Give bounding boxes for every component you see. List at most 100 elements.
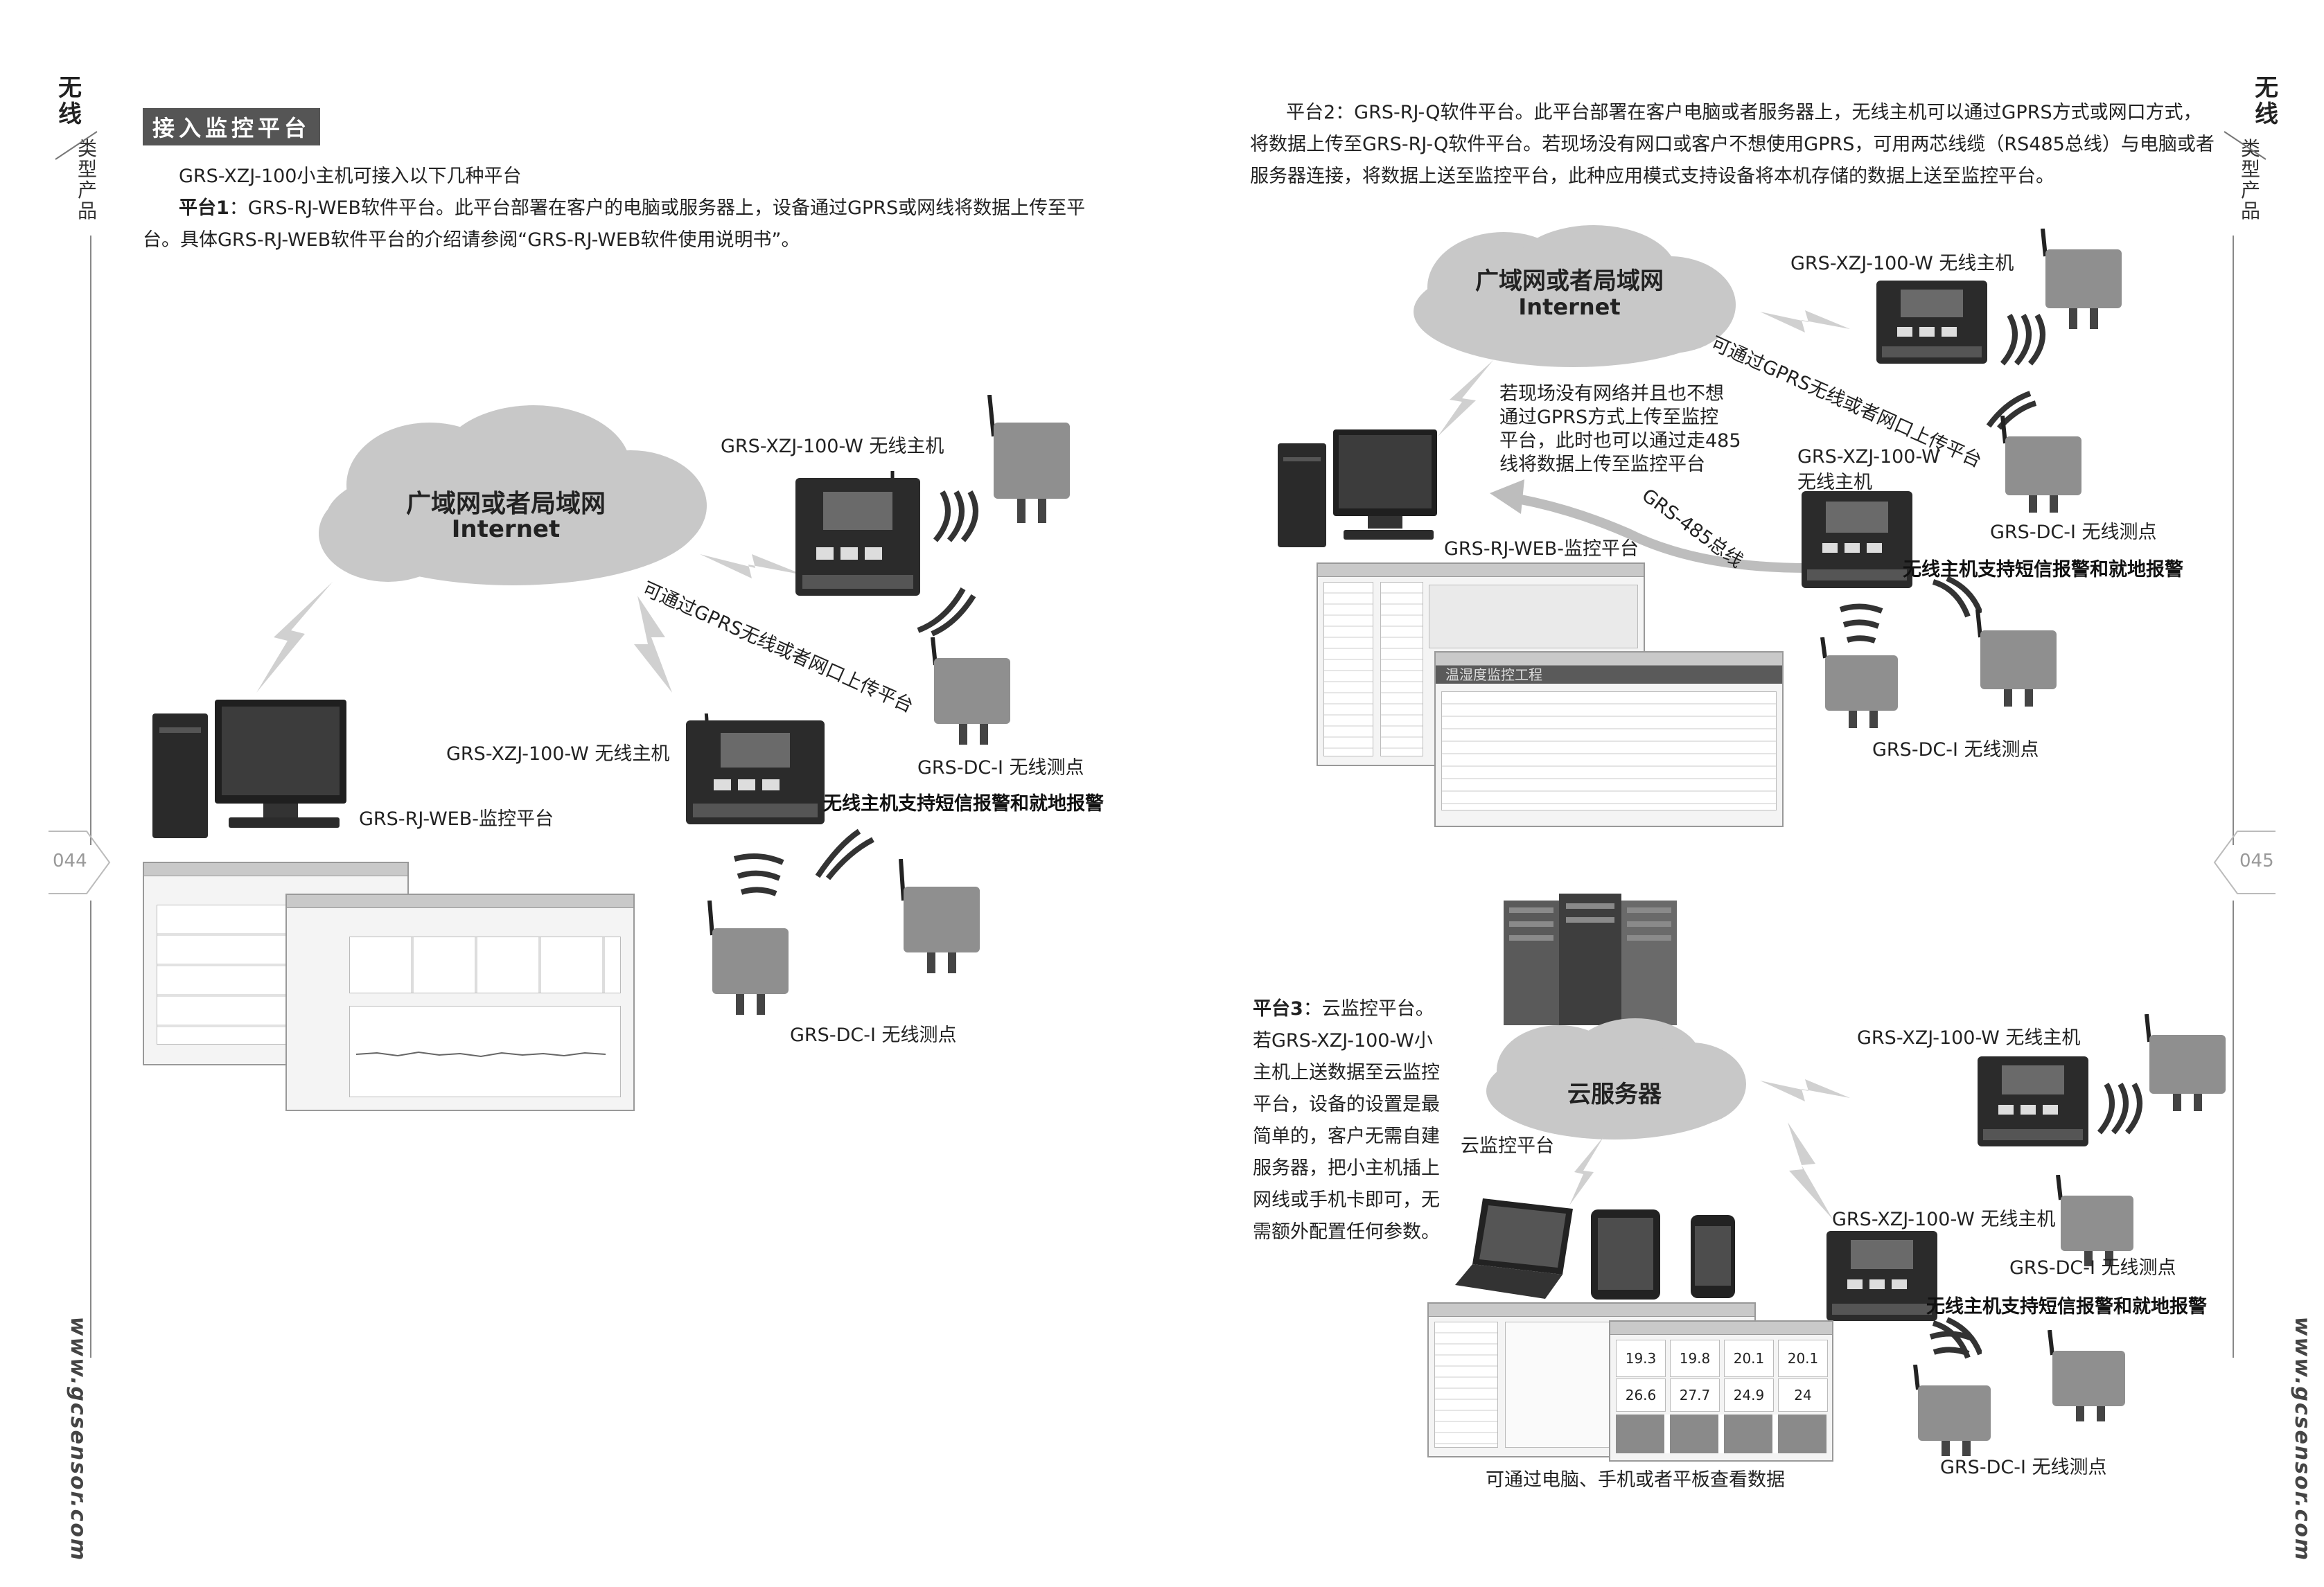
right-host-label-4: GRS-XZJ-100-W 无线主机 <box>1832 1209 2056 1230</box>
host-device-icon <box>1802 491 1912 588</box>
right-sensor-label-4: GRS-DC-I 无线测点 <box>1940 1457 2107 1478</box>
screen-title-bar: 温湿度监控工程 <box>1436 666 1782 684</box>
left-cloud <box>319 405 707 585</box>
platform3-label: 平台3 <box>1253 998 1303 1020</box>
right-sensor-label-2: GRS-DC-I 无线测点 <box>1872 739 2039 761</box>
right-host-label-2a: GRS-XZJ-100-W <box>1797 446 1940 468</box>
right-note-1: 若现场没有网络并且也不想 <box>1499 383 1724 405</box>
host-device-icon <box>1876 281 1987 364</box>
sensor-icon <box>2041 229 2122 329</box>
section-heading: 接入监控平台 <box>143 108 321 145</box>
left-page-tab <box>49 831 111 894</box>
sensor-icon <box>2000 416 2081 513</box>
tablet-icon <box>1591 1209 1660 1300</box>
wireless-signal-icon <box>1839 603 1883 644</box>
left-sensor-label-2: GRS-DC-I 无线测点 <box>790 1025 957 1046</box>
rs485-bus-arrow <box>1490 479 1809 573</box>
left-side-title: 无线 <box>58 74 82 128</box>
left-margin-line-lower <box>90 901 91 1358</box>
cloud-value-cell: 20.1 <box>1724 1340 1774 1377</box>
lightning-icon <box>1760 1079 1850 1101</box>
lightning-icon <box>700 554 804 578</box>
phone-icon <box>1691 1215 1735 1298</box>
right-note-3: 平台，此时也可以通过走485 <box>1499 430 1741 452</box>
right-page-tab <box>2213 831 2275 894</box>
lightning-icon <box>1760 310 1850 333</box>
cloud-value-cell: 27.7 <box>1670 1378 1720 1412</box>
platform2-line2: 将数据上传至GRS-RJ-Q软件平台。若现场没有网口或客户不想使用GPRS，可用… <box>1250 134 2215 155</box>
cloud-value: 26.6 <box>1625 1387 1657 1403</box>
sensor-icon <box>987 395 1070 523</box>
host-device-icon <box>795 471 920 596</box>
left-margin-line <box>90 236 91 845</box>
server-rack-icon <box>1504 894 1677 1025</box>
left-host-label-bottom: GRS-XZJ-100-W 无线主机 <box>446 743 670 765</box>
screen-title: 温湿度监控工程 <box>1445 666 1542 683</box>
right-host-label-1: GRS-XZJ-100-W 无线主机 <box>1790 253 2014 274</box>
left-screenshot-front <box>285 894 635 1111</box>
cloud-value: 27.7 <box>1679 1387 1711 1403</box>
platform3-line-6: 网线或手机卡即可，无 <box>1253 1189 1440 1211</box>
cloud-value-cell: 20.1 <box>1778 1340 1828 1377</box>
platform1-label: 平台1 <box>179 197 229 219</box>
right-pc-label: GRS-RJ-WEB-监控平台 <box>1444 538 1639 560</box>
cloud-server-label: 云服务器 <box>1567 1081 1662 1108</box>
sensor-icon <box>2145 1014 2226 1111</box>
right-margin-line-lower <box>2233 901 2234 1358</box>
intro-text: GRS-XZJ-100小主机可接入以下几种平台 <box>179 166 522 187</box>
right-side-title: 无线 <box>2255 74 2278 128</box>
cloud-value-cell: 24.9 <box>1724 1378 1774 1412</box>
cloud-value: 19.3 <box>1625 1350 1657 1367</box>
left-side-divider <box>55 131 98 160</box>
wireless-signal-icon <box>2097 1083 2142 1135</box>
sensor-icon <box>899 859 980 973</box>
cloud-value-cell: 19.3 <box>1616 1340 1666 1377</box>
cloud-value: 20.1 <box>1787 1350 1819 1367</box>
host-device-icon <box>1826 1231 1937 1321</box>
sensor-icon <box>2048 1330 2125 1421</box>
platform1-text-a: ：GRS-RJ-WEB软件平台。此平台部署在客户的电脑或服务器上，设备通过GPR… <box>229 197 1086 219</box>
wireless-signal-icon <box>1929 1331 1973 1356</box>
lightning-icon <box>1438 360 1493 436</box>
cloud-value: 24.9 <box>1733 1387 1765 1403</box>
wireless-signal-icon <box>1932 576 1982 618</box>
platform3-line-3: 平台，设备的设置是最 <box>1253 1094 1440 1115</box>
lightning-icon <box>1569 1136 1604 1205</box>
right-margin-line <box>2233 236 2234 845</box>
platform3-line-4: 简单的，客户无需自建 <box>1253 1126 1440 1147</box>
wireless-signal-icon <box>815 828 874 880</box>
left-sensor-label-1: GRS-DC-I 无线测点 <box>917 757 1084 779</box>
right-side-divider <box>2224 131 2266 160</box>
lightning-icon <box>256 582 333 693</box>
platform2-line1: 平台2：GRS-RJ-Q软件平台。此平台部署在客户电脑或者服务器上，无线主机可以… <box>1286 102 2202 123</box>
lightning-icon <box>634 596 672 693</box>
cloud-screenshot-front: 19.3 19.8 20.1 20.1 26.6 27.7 24.9 24 <box>1609 1320 1833 1462</box>
cloud-value-cell: 19.8 <box>1670 1340 1720 1377</box>
platform1-line1: 平台1：GRS-RJ-WEB软件平台。此平台部署在客户的电脑或服务器上，设备通过… <box>179 193 1085 224</box>
platform3-line-1: 若GRS-XZJ-100-W小 <box>1253 1030 1433 1052</box>
right-screenshot-front: 温湿度监控工程 <box>1434 651 1784 827</box>
right-cloud-en: Internet <box>1518 294 1621 320</box>
platform1-line2: 台。具体GRS-RJ-WEB软件平台的介绍请参阅“GRS-RJ-WEB软件使用说… <box>143 229 800 251</box>
right-note-2: 通过GPRS方式上传至监控 <box>1499 407 1719 428</box>
desktop-pc-icon <box>1278 429 1437 547</box>
cloud-server-cloud <box>1486 1018 1746 1140</box>
left-pc-label: GRS-RJ-WEB-监控平台 <box>359 808 554 830</box>
sensor-icon <box>1913 1365 1991 1456</box>
platform3-line0: 平台3：云监控平台。 <box>1253 993 1434 1025</box>
right-cloud-cn: 广域网或者局域网 <box>1475 267 1664 295</box>
left-host-label-top: GRS-XZJ-100-W 无线主机 <box>721 436 944 457</box>
wireless-signal-icon <box>917 587 976 637</box>
right-sensor-label-3: GRS-DC-I 无线测点 <box>2009 1257 2176 1279</box>
left-cloud-en: Internet <box>451 515 561 543</box>
cloud-value-cell: 26.6 <box>1616 1378 1666 1412</box>
sensor-icon <box>1975 610 2057 707</box>
right-url: www.gcsensor.com <box>2290 1316 2315 1562</box>
left-page-number: 044 <box>53 851 87 871</box>
sensor-icon <box>707 901 789 1015</box>
sensor-icon <box>1820 637 1898 728</box>
right-alarm-label-2: 无线主机支持短信报警和就地报警 <box>1926 1296 2207 1318</box>
cloud-value: 24 <box>1794 1387 1812 1403</box>
cloud-value-cell: 24 <box>1778 1378 1828 1412</box>
left-side-subtitle: 类型产品 <box>78 137 98 222</box>
